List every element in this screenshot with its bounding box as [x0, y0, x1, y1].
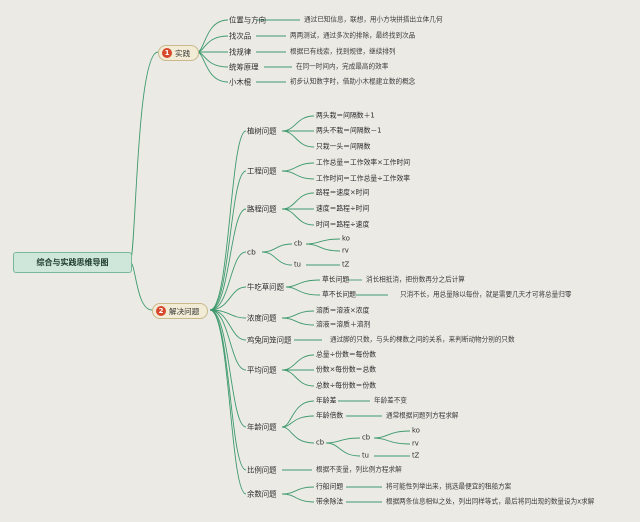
desc-division-remainder: 根据两条信息相似之处，列出同样等式，最后将同出现的数量设为x求解 [386, 497, 595, 506]
desc-boat: 将可能性列举出来，挑选最便宜的租船方案 [386, 482, 512, 491]
node-cow-grass[interactable]: 牛吃草问题 [247, 282, 284, 292]
practice-label: 实践 [175, 48, 191, 58]
node-coordination[interactable]: 统筹原理 [229, 62, 259, 72]
desc-age-multiple: 通常根据问题列方程求解 [386, 411, 459, 420]
node-age[interactable]: 年龄问题 [247, 422, 277, 432]
formula-tree-2: 只栽一头＝间隔数 [316, 142, 371, 151]
solve-label: 解决问题 [169, 306, 200, 316]
node-grass-static[interactable]: 草不长问题 [322, 290, 356, 299]
node-tree-problem[interactable]: 植树问题 [247, 126, 277, 136]
desc-grass-static: 只消不长，用总量除以每份，就是需要几天才可将总量归零 [400, 290, 572, 299]
desc-find-defective: 两两测试，通过多次的排除，最终找到次品 [290, 31, 416, 40]
formula-road-0: 路程＝速度×时间 [316, 188, 370, 197]
number-badge-2: 2 [156, 306, 166, 316]
formula-tree-0: 两头栽＝间隔数＋1 [316, 111, 375, 120]
node-grass-grows[interactable]: 草长问题 [322, 275, 350, 284]
node-chicken-rabbit[interactable]: 鸡兔同笼问题 [247, 335, 292, 345]
node-division-remainder[interactable]: 带余除法 [316, 497, 344, 506]
solve-branch[interactable]: 2 解决问题 [152, 303, 209, 319]
number-badge-1: 1 [162, 48, 172, 58]
node-boat[interactable]: 行船问题 [316, 482, 344, 491]
node-remainder[interactable]: 余数问题 [247, 489, 277, 499]
leaf-age-tz: tZ [412, 451, 420, 460]
desc-age-diff: 年龄差不变 [374, 396, 407, 405]
formula-avg-0: 总量÷份数＝每份数 [316, 350, 377, 359]
formula-conc-1: 溶液＝溶质＋溶剂 [316, 320, 371, 329]
formula-work-0: 工作总量＝工作效率×工作时间 [316, 158, 411, 167]
node-age-cb-sub[interactable]: cb [362, 433, 371, 442]
formula-tree-1: 两头不栽＝间隔数－1 [316, 126, 382, 135]
desc-grass-grows: 消长相抵消，把份数再分之后计算 [366, 275, 465, 284]
node-sticks[interactable]: 小木棍 [229, 77, 252, 87]
node-age-cb[interactable]: cb [316, 438, 325, 447]
node-position-direction[interactable]: 位置与方向 [229, 15, 266, 25]
desc-chicken-rabbit: 通过脚的只数，与头的棵数之间的关系，来判断动物分别的只数 [330, 335, 515, 344]
formula-work-1: 工作时间＝工作总量÷工作效率 [316, 174, 411, 183]
node-tu-sub[interactable]: tu [294, 260, 301, 269]
leaf-tz: tZ [342, 260, 350, 269]
formula-road-1: 速度＝路程÷时间 [316, 204, 370, 213]
node-cb[interactable]: cb [247, 247, 256, 257]
node-work-problem[interactable]: 工程问题 [247, 166, 277, 176]
leaf-ko: ko [342, 234, 350, 243]
formula-avg-1: 份数×每份数＝总数 [316, 365, 377, 374]
formula-avg-2: 总数÷每份数＝份数 [316, 381, 377, 390]
node-age-diff[interactable]: 年龄差 [316, 396, 337, 405]
node-find-defective[interactable]: 找次品 [229, 31, 252, 41]
desc-position-direction: 通过已知信息，联想，用小方块拼搭出立体几何 [304, 15, 443, 24]
node-find-pattern[interactable]: 找规律 [229, 47, 252, 57]
desc-coordination: 在同一时间内，完成最高的效率 [296, 62, 389, 71]
desc-find-pattern: 根据已有线索，找到规律，继续排列 [290, 47, 396, 56]
node-average[interactable]: 平均问题 [247, 365, 277, 375]
node-age-tu-sub[interactable]: tu [362, 451, 369, 460]
leaf-age-ko: ko [412, 426, 420, 435]
desc-ratio: 根据不变量，列比例方程求解 [316, 465, 402, 474]
formula-conc-0: 溶质＝溶液×浓度 [316, 306, 370, 315]
desc-sticks: 初步认知数字时，借助小木棍建立数的概念 [290, 77, 416, 86]
root-node[interactable]: 综合与实践思维导图 [13, 252, 132, 273]
node-ratio[interactable]: 比例问题 [247, 465, 277, 475]
node-road-problem[interactable]: 路程问题 [247, 204, 277, 214]
node-age-multiple[interactable]: 年龄倍数 [316, 411, 344, 420]
node-concentration[interactable]: 浓度问题 [247, 313, 277, 323]
node-cb-sub[interactable]: cb [294, 239, 303, 248]
practice-branch[interactable]: 1 实践 [158, 45, 200, 61]
leaf-age-rv: rv [412, 439, 419, 448]
formula-road-2: 时间＝路程÷速度 [316, 220, 370, 229]
leaf-rv: rv [342, 246, 349, 255]
